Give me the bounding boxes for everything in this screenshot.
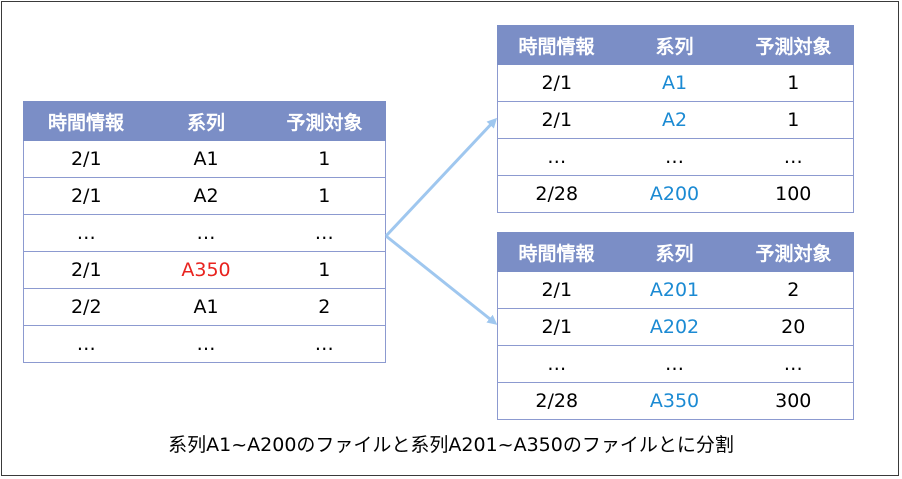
arrow-to-upper-table	[384, 117, 498, 238]
table-row: ………	[23, 325, 386, 363]
cell-time: 2/1	[497, 101, 616, 139]
cell-time: …	[23, 214, 149, 252]
cell-time: 2/1	[497, 271, 616, 309]
cell-target: …	[733, 138, 854, 176]
cell-time: 2/1	[497, 64, 616, 102]
cell-target: …	[733, 345, 854, 383]
table-row: ………	[497, 138, 854, 176]
cell-series: A200	[615, 175, 734, 213]
header-target: 予測対象	[263, 101, 386, 141]
cell-target: 300	[733, 382, 854, 420]
cell-series: …	[148, 214, 264, 252]
cell-series: A1	[148, 140, 264, 178]
cell-target: 1	[263, 140, 386, 178]
cell-target: 1	[733, 101, 854, 139]
table-row: ………	[23, 214, 386, 252]
cell-time: 2/2	[23, 288, 149, 326]
cell-series: A350	[615, 382, 734, 420]
cell-series: A202	[615, 308, 734, 346]
cell-target: 1	[263, 251, 386, 289]
cell-series: …	[615, 345, 734, 383]
table-header-row: 時間情報 系列 予測対象	[497, 25, 854, 65]
cell-time: 2/28	[497, 175, 616, 213]
cell-target: 2	[263, 288, 386, 326]
header-time: 時間情報	[497, 232, 616, 272]
cell-series: …	[148, 325, 264, 363]
cell-series: A2	[615, 101, 734, 139]
cell-target: …	[263, 214, 386, 252]
cell-time: 2/28	[497, 382, 616, 420]
cell-series: A2	[148, 177, 264, 215]
cell-time: …	[497, 345, 616, 383]
diagram-caption: 系列A1~A200のファイルと系列A201~A350のファイルとに分割	[168, 434, 734, 456]
cell-time: …	[497, 138, 616, 176]
cell-series: A1	[148, 288, 264, 326]
cell-time: …	[23, 325, 149, 363]
table-row: ………	[497, 345, 854, 383]
cell-target: 2	[733, 271, 854, 309]
cell-target: …	[263, 325, 386, 363]
cell-series: A350	[148, 251, 264, 289]
cell-series: …	[615, 138, 734, 176]
table-header-row: 時間情報 系列 予測対象	[497, 232, 854, 272]
cell-time: 2/1	[23, 140, 149, 178]
cell-target: 100	[733, 175, 854, 213]
cell-time: 2/1	[23, 177, 149, 215]
cell-series: A1	[615, 64, 734, 102]
cell-target: 20	[733, 308, 854, 346]
header-time: 時間情報	[497, 25, 616, 65]
header-series: 系列	[615, 25, 734, 65]
header-target: 予測対象	[733, 25, 854, 65]
header-series: 系列	[615, 232, 734, 272]
cell-target: 1	[263, 177, 386, 215]
header-target: 予測対象	[733, 232, 854, 272]
cell-time: 2/1	[23, 251, 149, 289]
arrow-to-lower-table	[385, 234, 498, 325]
cell-series: A201	[615, 271, 734, 309]
cell-time: 2/1	[497, 308, 616, 346]
cell-target: 1	[733, 64, 854, 102]
